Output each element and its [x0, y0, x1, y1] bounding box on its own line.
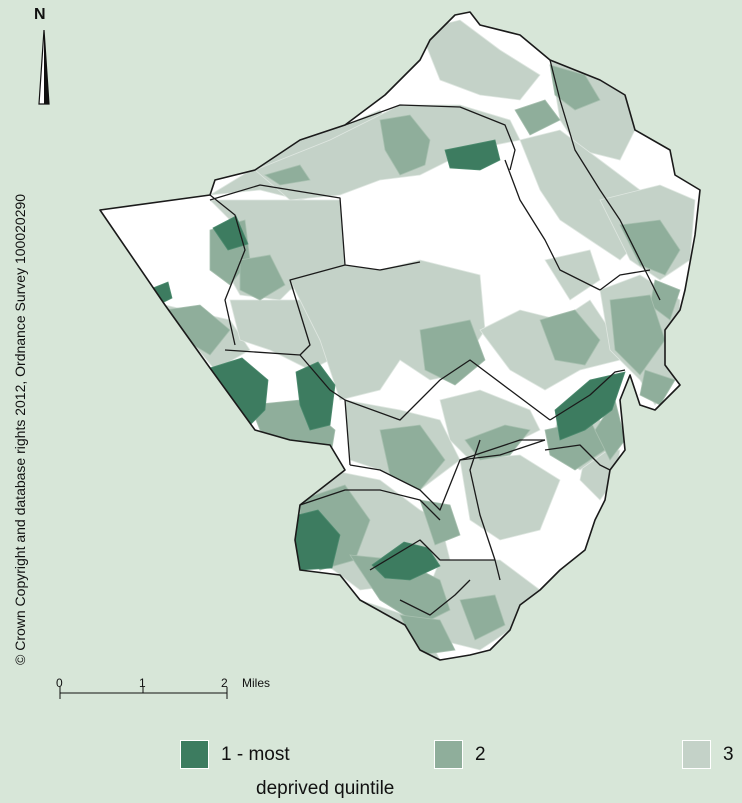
ward-line: [549, 59, 661, 301]
lsoa-area: [419, 319, 486, 386]
legend-swatch: [180, 740, 209, 769]
scale-tick-2: 2: [221, 676, 228, 690]
lsoa-area: [239, 254, 286, 301]
ward-line: [544, 444, 611, 471]
lsoa-area: [554, 371, 626, 441]
north-label: N: [34, 6, 46, 23]
north-arrow: [38, 29, 50, 105]
lsoa-area: [444, 139, 501, 171]
borough-border: [99, 11, 701, 661]
ward-line: [299, 489, 441, 521]
legend-subtitle: deprived quintile: [256, 778, 395, 799]
lsoa-area: [212, 215, 249, 251]
legend-item-quintile-1: 1 - most: [180, 740, 290, 769]
lsoa-area: [539, 309, 601, 366]
lsoa-area: [514, 99, 561, 136]
legend-item-quintile-3: 3: [682, 740, 734, 769]
ward-line: [344, 104, 516, 171]
quintile-1-areas: [147, 139, 626, 581]
lsoa-area: [619, 219, 681, 276]
quintile-2-areas: [164, 64, 681, 656]
lsoa-area: [594, 399, 626, 461]
lsoa-area: [419, 19, 541, 101]
legend-label: 3: [723, 743, 734, 765]
lsoa-area: [464, 424, 531, 461]
lsoa-area: [371, 541, 441, 581]
ward-line: [344, 359, 551, 421]
lsoa-area: [649, 279, 681, 321]
ward-line: [459, 439, 546, 461]
ward-line: [469, 439, 501, 581]
lsoa-area: [459, 454, 561, 541]
ward-line: [599, 269, 651, 291]
ward-line: [549, 369, 626, 421]
ward-line: [224, 349, 351, 466]
scale-unit: Miles: [242, 676, 271, 690]
legend-label: 2: [475, 743, 486, 765]
scale-bar: [59, 687, 228, 699]
legend-swatch: [434, 740, 463, 769]
ward-line: [349, 439, 545, 511]
lsoa-area: [549, 64, 601, 111]
lsoa-area: [609, 294, 666, 376]
lsoa-area: [459, 594, 506, 641]
lsoa-area: [379, 114, 431, 176]
lsoa-area: [295, 361, 336, 431]
ward-line: [369, 539, 495, 571]
lsoa-area: [544, 249, 601, 301]
lsoa-area: [419, 499, 461, 546]
ward-line: [209, 194, 246, 346]
legend-label: 1 - most: [221, 743, 290, 765]
ward-line: [504, 159, 601, 291]
legend-item-quintile-2: 2: [434, 740, 486, 769]
ward-line: [399, 579, 471, 616]
copyright-notice: © Crown Copyright and database rights 20…: [12, 193, 28, 665]
ward-boundaries: [99, 11, 701, 661]
ward-line: [344, 261, 421, 271]
lsoa-area: [379, 424, 446, 491]
scale-tick-1: 1: [139, 676, 146, 690]
lsoa-area: [264, 164, 311, 186]
legend-swatch: [682, 740, 711, 769]
scale-tick-0: 0: [56, 676, 63, 690]
